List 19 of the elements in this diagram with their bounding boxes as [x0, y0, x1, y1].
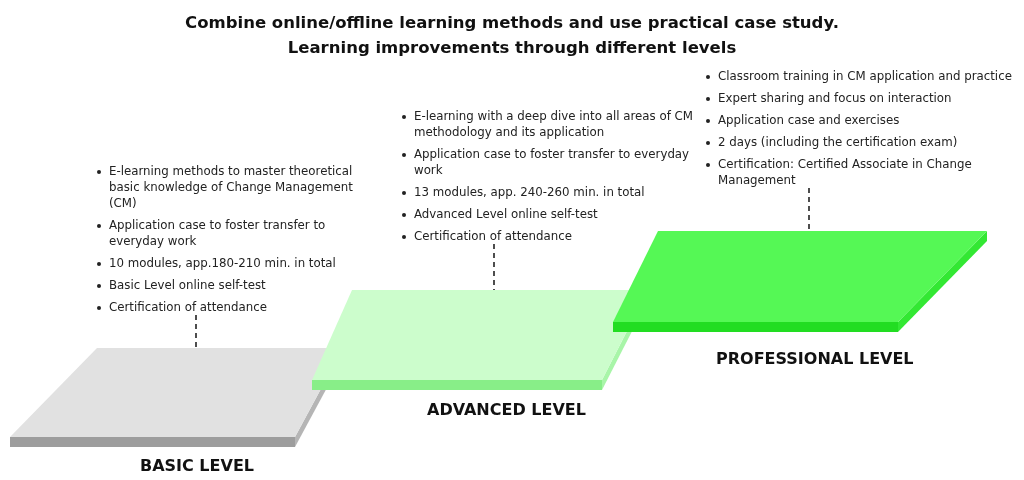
bullet-point-text: Certification of attendance: [109, 299, 268, 315]
level-label: ADVANCED LEVEL: [427, 400, 586, 419]
bullet-point-text: Application case and exercises: [718, 112, 901, 128]
title: Combine online/offline learning methods and use practical case study. Learning improvements through different levels: [184, 12, 840, 59]
bullet-point-text: 10 modules, app.180-210 min. in total: [109, 255, 337, 271]
bullet-point-text: Expert sharing and focus on interaction: [718, 90, 953, 106]
bullet-point-text: Certification: Certified Associate in Change Management: [718, 156, 973, 188]
bullet-point-text: E-learning with a deep dive into all areas of CM methodology and its application: [414, 108, 694, 140]
bullet-point-text: E-learning methods to master theoretical basic knowledge of Change Management (CM): [109, 163, 354, 211]
bullet-point-text: Certification of attendance: [414, 228, 573, 244]
bullet-point-text: Application case to foster transfer to everyday work: [109, 217, 327, 249]
level-label: PROFESSIONAL LEVEL: [716, 349, 914, 368]
bullet-point-text: Application case to foster transfer to everyday work: [414, 146, 691, 178]
bullet-point-text: Classroom training in CM application and practice: [718, 68, 1013, 84]
bullet-point-text: 13 modules, app. 240-260 min. in total: [414, 184, 646, 200]
bullet-point-text: Advanced Level online self-test: [414, 206, 599, 222]
level-label: BASIC LEVEL: [140, 456, 254, 475]
bullet-point-text: Basic Level online self-test: [109, 277, 267, 293]
bullet-point-text: 2 days (including the certification exam): [718, 134, 959, 150]
